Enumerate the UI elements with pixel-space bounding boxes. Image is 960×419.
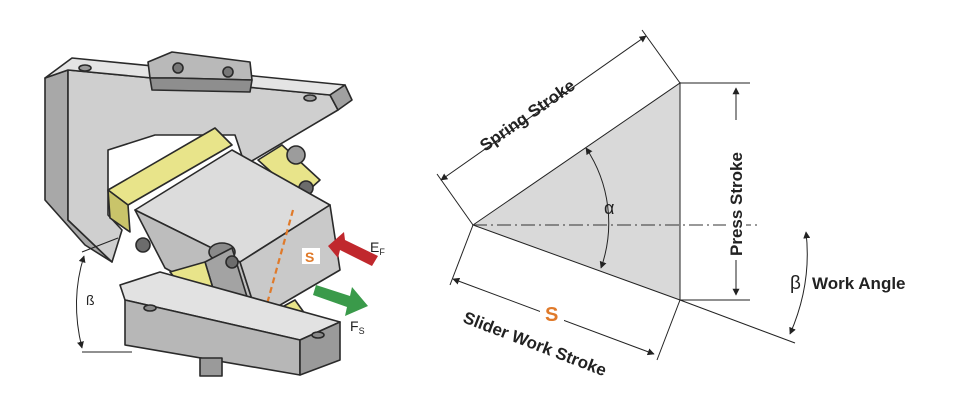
work-angle-dimension bbox=[679, 231, 811, 344]
press-stroke-label: Press Stroke bbox=[727, 152, 746, 256]
stroke-label-box bbox=[302, 248, 320, 264]
force-ef-label: EF bbox=[370, 239, 385, 257]
base-mount-hole bbox=[311, 331, 325, 339]
cam-unit-illustration bbox=[44, 51, 353, 377]
top-screw-head bbox=[222, 66, 234, 78]
force-fs-label: FS bbox=[350, 318, 365, 336]
alpha-arc bbox=[585, 147, 610, 269]
force-fs-arrow bbox=[313, 285, 368, 316]
base-key-block bbox=[199, 357, 223, 377]
driver-right-flange bbox=[329, 84, 353, 111]
mount-hole bbox=[78, 64, 92, 72]
wear-plate-upper-edge bbox=[107, 189, 131, 233]
retainer-screw-head bbox=[225, 255, 239, 269]
beta-dimension bbox=[76, 237, 132, 353]
base-mount-hole bbox=[143, 304, 157, 312]
spring-stroke-label: Spring Stroke bbox=[476, 76, 578, 155]
base-right-face bbox=[299, 321, 341, 376]
force-ef-arrow bbox=[328, 232, 378, 266]
slider-work-stroke-label: Slider Work Stroke bbox=[461, 308, 610, 380]
spring-stroke-dimension bbox=[436, 29, 681, 226]
mount-hole bbox=[303, 94, 317, 102]
beta-label-left: ß bbox=[86, 292, 95, 308]
work-angle-symbol: β bbox=[790, 273, 801, 294]
stroke-triangle bbox=[471, 82, 681, 301]
top-screw-head bbox=[172, 62, 184, 74]
stroke-triangle-diagram: Spring Stroke Press Stroke S Slider Work… bbox=[436, 29, 906, 380]
plate-screw-head bbox=[286, 145, 306, 165]
work-angle-label: Work Angle bbox=[812, 274, 906, 293]
plate-screw-head bbox=[135, 237, 151, 253]
top-key-block bbox=[147, 51, 253, 81]
stroke-label-left: S bbox=[305, 249, 314, 265]
stroke-symbol-right: S bbox=[545, 304, 558, 326]
alpha-label: α bbox=[604, 198, 614, 218]
